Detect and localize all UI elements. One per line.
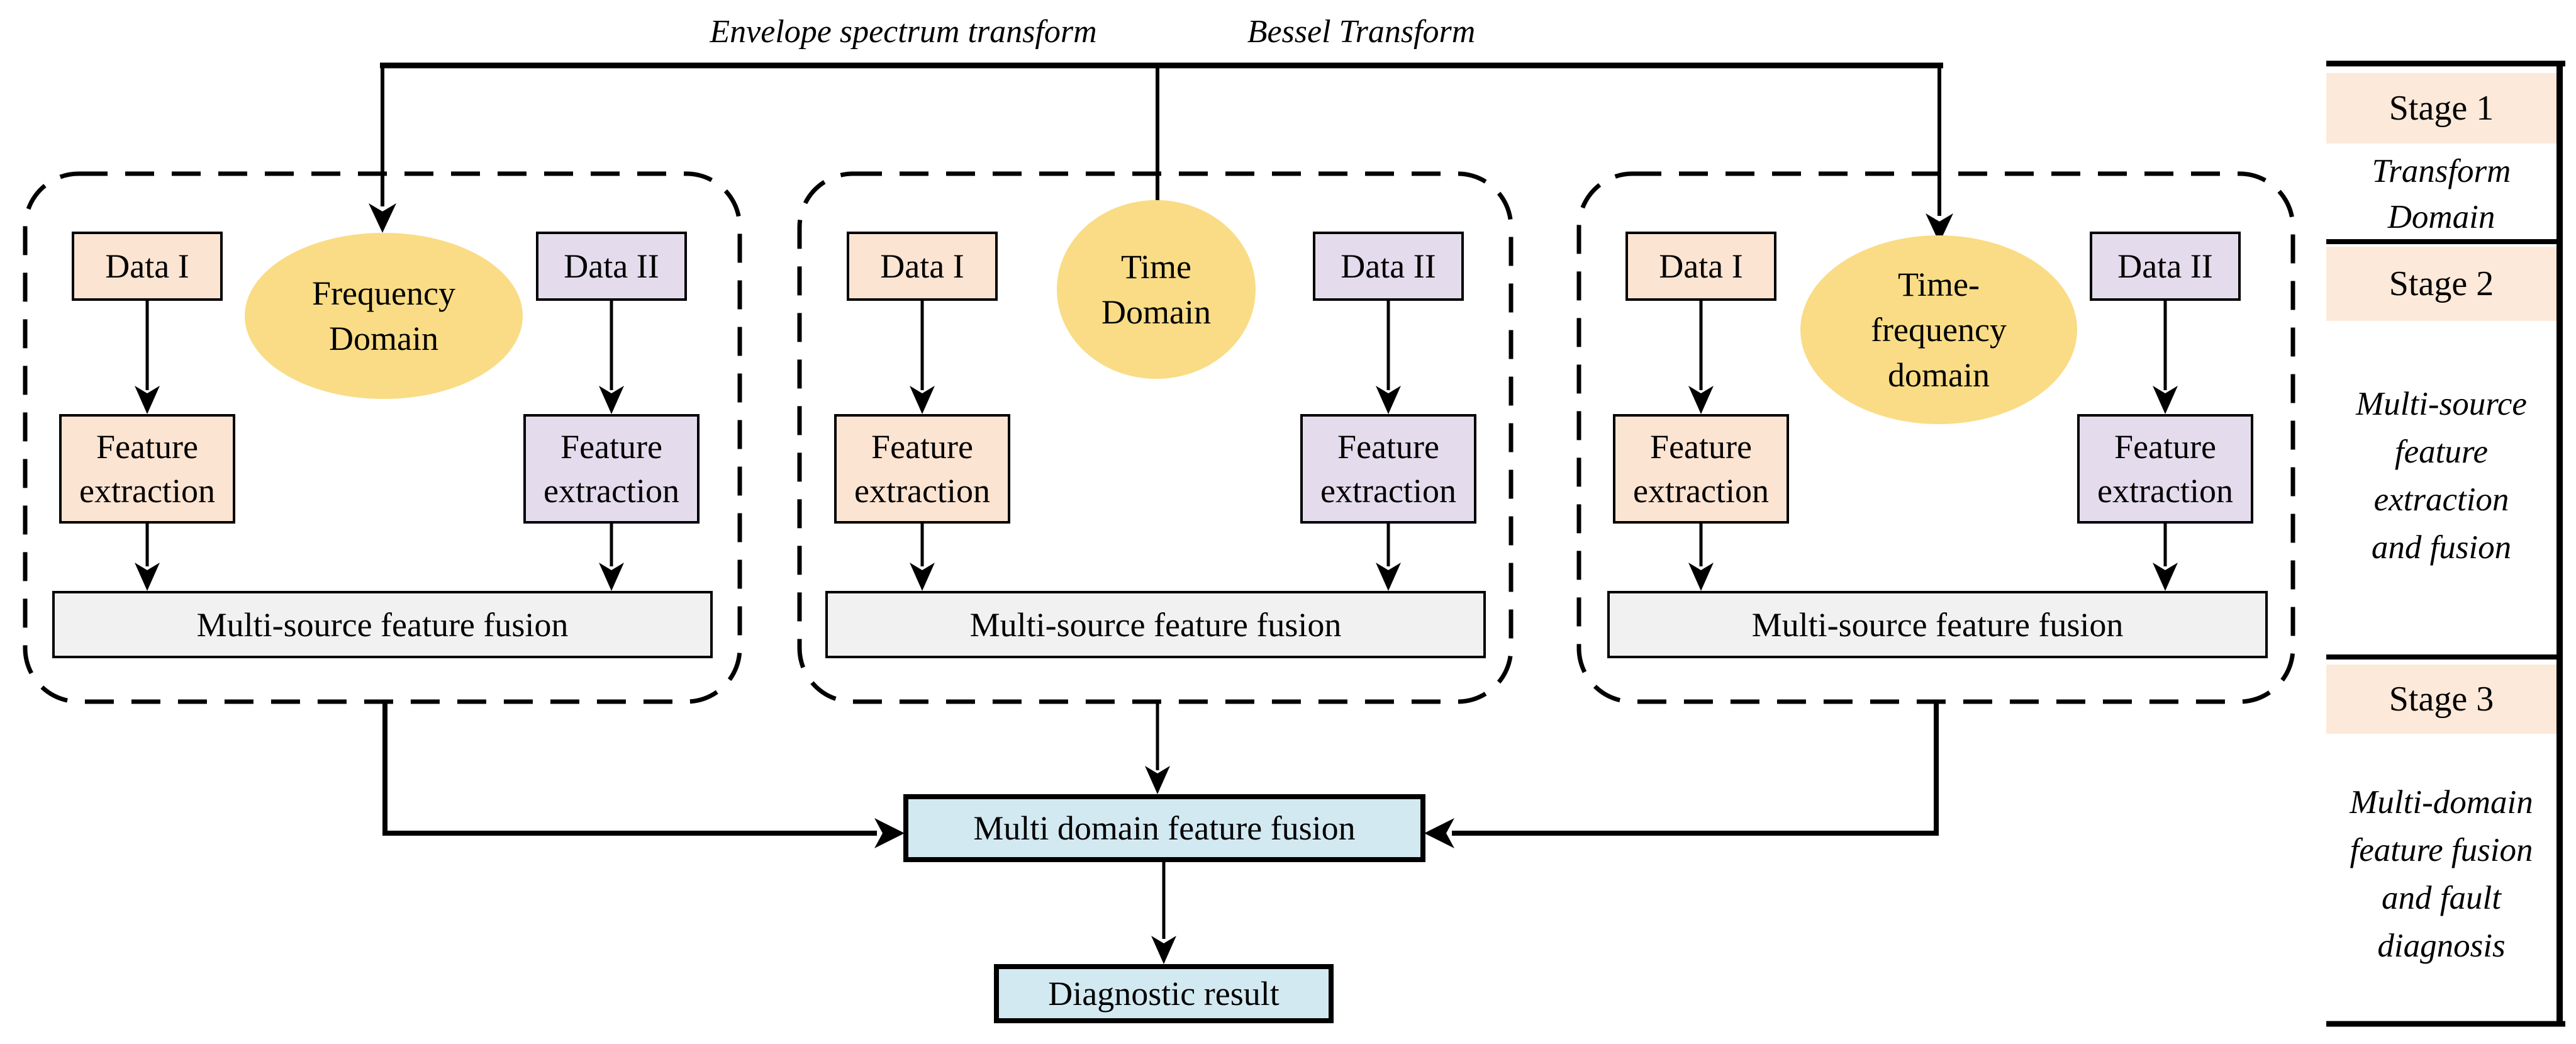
p3-feature-extraction-2-box: Feature extraction [2077,414,2253,524]
p2-data2-box: Data II [1313,232,1464,301]
p3-feature2-to-fusion-arrowhead [2153,563,2178,591]
p1-data2-box: Data II [536,232,687,301]
p1-multisource-fusion-bar: Multi-source feature fusion [52,591,713,658]
p2-feature2-to-fusion-arrowhead [1376,563,1401,591]
p1-data1-to-feature-arrowhead [135,386,160,414]
p2-multisource-fusion-bar: Multi-source feature fusion [825,591,1486,658]
p1-data2-to-feature-arrowhead [599,386,624,414]
right-panel-to-multidomain-arrowhead [1424,818,1454,848]
bessel-transform-label: Bessel Transform [1247,13,1476,50]
p1-feature1-to-fusion-arrowhead [135,563,160,591]
p2-feature-extraction-1-box: Feature extraction [834,414,1010,524]
multidomain-to-diagnostic-arrowhead [1151,936,1176,964]
envelope-transform-label: Envelope spectrum transform [710,13,1097,50]
p3-multisource-fusion-bar: Multi-source feature fusion [1607,591,2268,658]
p2-feature1-to-fusion-arrowhead [910,563,935,591]
stage3-band: Stage 3 [2326,665,2556,734]
envelope-transform-arrowhead [369,203,396,233]
time-panel-dashed-border [797,171,1514,704]
stage2-band: Stage 2 [2326,247,2556,321]
p3-feature-extraction-1-box: Feature extraction [1613,414,1789,524]
left-panel-to-multidomain-arrowhead [874,818,905,848]
p3-data2-box: Data II [2090,232,2241,301]
bessel-transform-arrowhead [1926,213,1953,243]
p3-feature1-to-fusion-arrowhead [1688,563,1714,591]
p3-data2-to-feature-arrowhead [2153,386,2178,414]
p1-feature-extraction-1-box: Feature extraction [59,414,235,524]
stage1-band: Stage 1 [2326,73,2556,143]
right-panel-to-multidomain-elbow [1452,702,1939,836]
p2-data1-to-feature-arrowhead [910,386,935,414]
middle-panel-to-multidomain-arrowhead [1145,766,1170,794]
p1-feature2-to-fusion-arrowhead [599,563,624,591]
p1-feature-extraction-2-box: Feature extraction [523,414,700,524]
p3-domain-ellipse: Time- frequency domain [1800,235,2077,424]
diagnostic-result-box: Diagnostic result [994,964,1334,1023]
p1-data1-box: Data I [72,232,223,301]
multi-domain-fusion-box: Multi domain feature fusion [903,794,1425,862]
p1-domain-ellipse: Frequency Domain [245,233,523,399]
p2-data2-to-feature-arrowhead [1376,386,1401,414]
stage2-description: Multi-source feature extraction and fusi… [2356,386,2527,566]
p2-feature-extraction-2-box: Feature extraction [1300,414,1476,524]
left-panel-to-multidomain-elbow [382,702,877,836]
p2-domain-ellipse: Time Domain [1057,200,1256,379]
stage1-description: Transform Domain [2372,153,2511,235]
p3-data1-to-feature-arrowhead [1688,386,1714,414]
stage3-description: Multi-domain feature fusion and fault di… [2350,784,2533,964]
p2-data1-box: Data I [847,232,998,301]
p3-data1-box: Data I [1625,232,1776,301]
